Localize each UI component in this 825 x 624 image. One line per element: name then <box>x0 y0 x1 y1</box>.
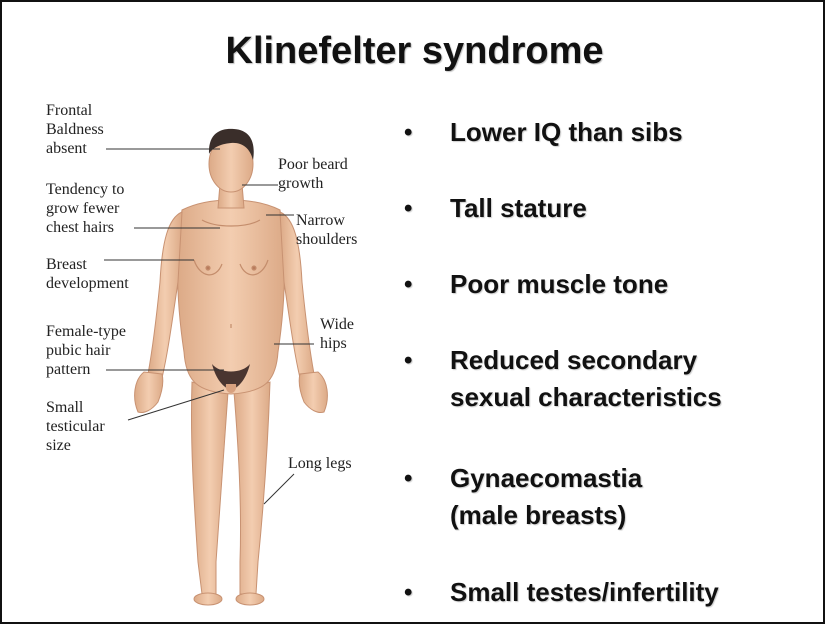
bullet-dot-icon: • <box>404 114 426 151</box>
bullet-text: Tall stature <box>450 190 587 227</box>
label-breast-development: Breast development <box>46 255 129 293</box>
bullet-text: Gynaecomastia (male breasts) <box>450 460 642 534</box>
bullet-text: Reduced secondary sexual characteristics <box>450 342 722 416</box>
bullet-text: Poor muscle tone <box>450 266 668 303</box>
label-chest-hair: Tendency to grow fewer chest hairs <box>46 180 124 237</box>
bullet-dot-icon: • <box>404 574 426 611</box>
bullet-dot-icon: • <box>404 266 426 303</box>
label-long-legs: Long legs <box>288 454 352 473</box>
label-narrow-shoulders: Narrow shoulders <box>296 211 357 249</box>
bullet-dot-icon: • <box>404 460 426 497</box>
label-frontal-baldness: Frontal Baldness absent <box>46 101 104 158</box>
body-figure-illustration <box>2 2 402 624</box>
bullet-dot-icon: • <box>404 342 426 379</box>
label-wide-hips: Wide hips <box>320 315 354 353</box>
line-legs <box>264 474 294 504</box>
bullet-text: Lower IQ than sibs <box>450 114 683 151</box>
bullet-dot-icon: • <box>404 190 426 227</box>
label-beard-growth: Poor beard growth <box>278 155 348 193</box>
bullet-text: Small testes/infertility <box>450 574 719 611</box>
label-pubic-hair: Female-type pubic hair pattern <box>46 322 126 379</box>
label-testicular-size: Small testicular size <box>46 398 105 455</box>
